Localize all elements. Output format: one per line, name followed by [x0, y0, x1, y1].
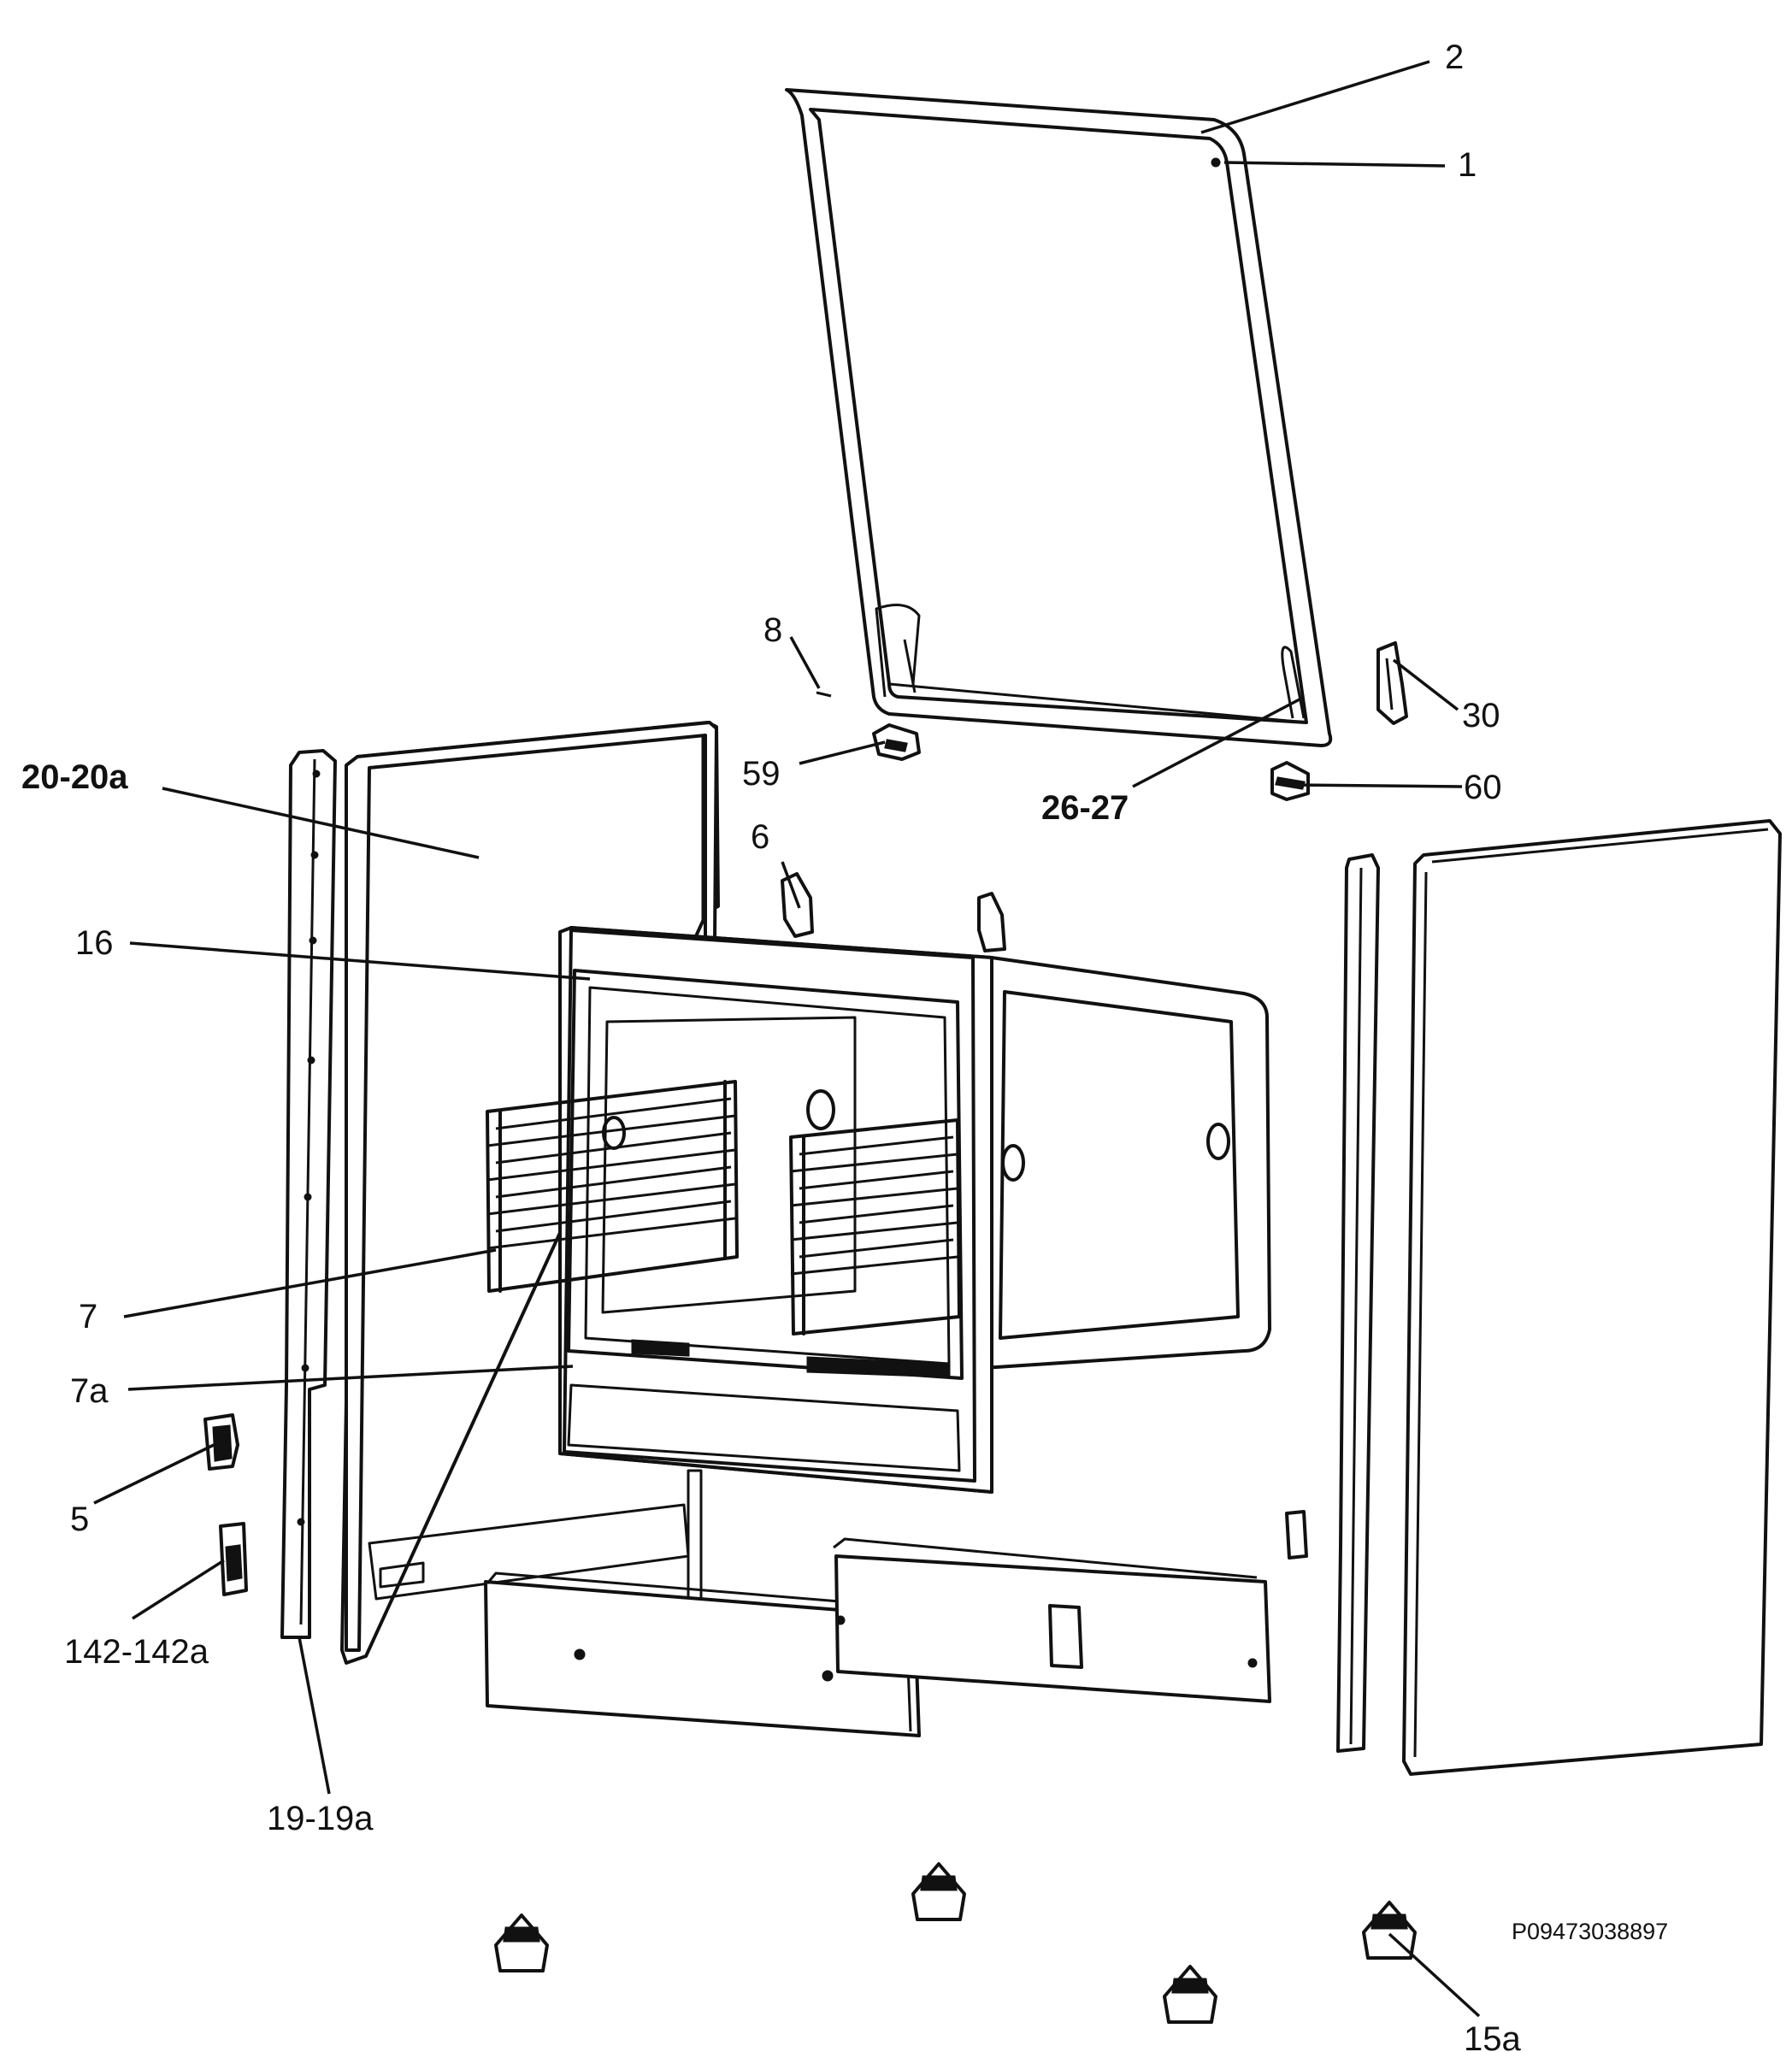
hook-6b: [977, 892, 1006, 952]
foot-3: [1163, 1965, 1217, 2024]
screw-8: [816, 691, 832, 698]
foot-2: [911, 1862, 966, 1921]
top-panel: [785, 88, 1333, 747]
label-15a: 15a: [1464, 2020, 1521, 2052]
label-26-27: 26-27: [1041, 789, 1129, 827]
label-7: 7: [79, 1298, 97, 1336]
label-142-142a: 142-142a: [64, 1633, 209, 1671]
hinge-60: [1270, 761, 1310, 801]
left-front-strip: [280, 749, 337, 1639]
label-30: 30: [1462, 697, 1500, 734]
label-60: 60: [1464, 769, 1502, 806]
drawing-code: P09473038897: [1512, 1919, 1668, 1944]
oven-racks-left: [486, 1080, 739, 1293]
clip-right: [1285, 1510, 1308, 1560]
right-front-strip: [1336, 853, 1380, 1753]
label-8: 8: [763, 611, 782, 649]
oven-racks-right: [789, 1118, 961, 1336]
label-1: 1: [1458, 146, 1477, 184]
leader-lines: [93, 60, 1481, 2018]
part-labels: 2 1 8 30 59 26-27 60 20-20a 6 16 7 7a 5 …: [21, 38, 1668, 2052]
foot-1: [494, 1913, 549, 1972]
rear-base-panel: [833, 1537, 1271, 1703]
hinge-59: [872, 723, 921, 761]
bracket-142: [219, 1522, 248, 1596]
label-5: 5: [70, 1501, 89, 1538]
label-7a: 7a: [70, 1372, 109, 1410]
label-20-20a: 20-20a: [21, 758, 128, 796]
right-side-panel: [1402, 819, 1782, 1776]
label-19-19a: 19-19a: [267, 1800, 374, 1837]
oven-cavity: [558, 926, 1271, 1494]
label-16: 16: [75, 924, 114, 962]
bracket-5: [203, 1413, 239, 1471]
label-59: 59: [742, 755, 781, 793]
label-6: 6: [751, 818, 769, 856]
front-kick-panel: [484, 1571, 921, 1737]
label-2: 2: [1445, 38, 1464, 76]
bracket-30: [1376, 641, 1408, 725]
